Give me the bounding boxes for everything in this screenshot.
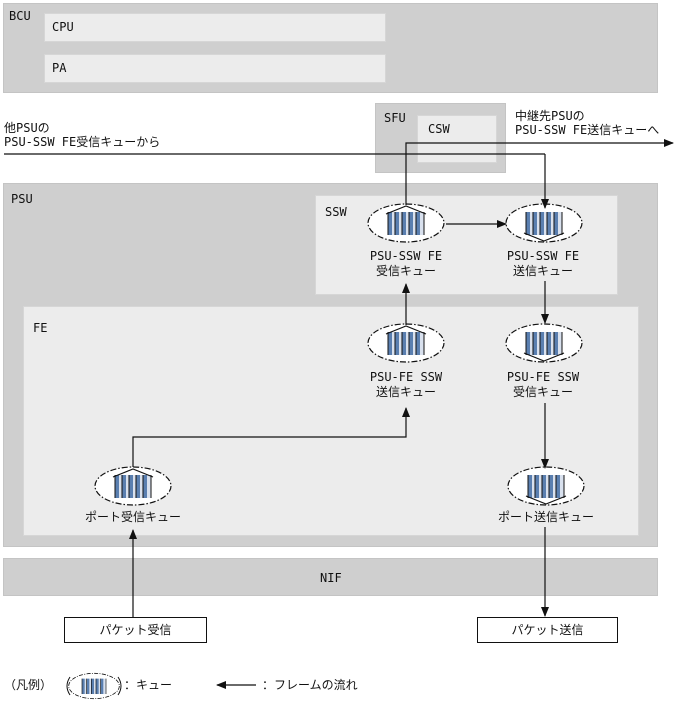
ssw-send-queue-label: PSU-SSW FE 送信キュー bbox=[506, 249, 580, 278]
packet-receive-box: パケット受信 bbox=[64, 617, 207, 643]
csw-label: CSW bbox=[428, 122, 450, 136]
legend-parens bbox=[66, 676, 122, 696]
psu-label: PSU bbox=[11, 192, 33, 206]
port-send-queue-icon bbox=[508, 467, 584, 505]
cpu-label: CPU bbox=[52, 20, 74, 34]
from-other-psu-label: 他PSUの PSU-SSW FE受信キューから bbox=[4, 121, 161, 149]
ssw-send-queue-icon bbox=[506, 204, 582, 242]
pa-label: PA bbox=[52, 61, 67, 75]
ssw-recv-queue-icon bbox=[368, 204, 444, 242]
ssw-recv-queue-label: PSU-SSW FE 受信キュー bbox=[369, 249, 443, 278]
port-send-queue-label: ポート送信キュー bbox=[497, 510, 594, 524]
fe-ssw-recv-queue-label: PSU-FE SSW 受信キュー bbox=[506, 370, 580, 399]
port-recv-queue-icon bbox=[95, 467, 171, 505]
legend-queue-icon bbox=[68, 672, 120, 700]
fe-ssw-send-queue-label: PSU-FE SSW 送信キュー bbox=[369, 370, 443, 399]
sfu-label: SFU bbox=[384, 111, 406, 125]
pa-block bbox=[44, 54, 386, 83]
ssw-label: SSW bbox=[325, 205, 347, 219]
fe-ssw-recv-queue-icon bbox=[506, 324, 582, 362]
nif-block bbox=[3, 558, 658, 596]
bcu-label: BCU bbox=[9, 9, 31, 23]
to-relay-psu-label: 中継先PSUの PSU-SSW FE送信キューへ bbox=[515, 109, 660, 137]
nif-label: NIF bbox=[320, 571, 342, 585]
fe-label: FE bbox=[33, 321, 48, 335]
cpu-block bbox=[44, 13, 386, 42]
legend-queue-text: ：キュー bbox=[124, 678, 173, 692]
legend-flow-text: ：フレームの流れ bbox=[262, 678, 358, 692]
fe-ssw-send-queue-icon bbox=[368, 324, 444, 362]
packet-send-box: パケット送信 bbox=[477, 617, 618, 643]
to-relay-psu-arrow bbox=[405, 139, 674, 205]
port-recv-to-fe-arrow bbox=[132, 407, 410, 467]
legend-prefix: （凡例） bbox=[4, 678, 53, 692]
port-recv-queue-label: ポート受信キュー bbox=[84, 510, 181, 524]
csw-block bbox=[417, 115, 497, 163]
